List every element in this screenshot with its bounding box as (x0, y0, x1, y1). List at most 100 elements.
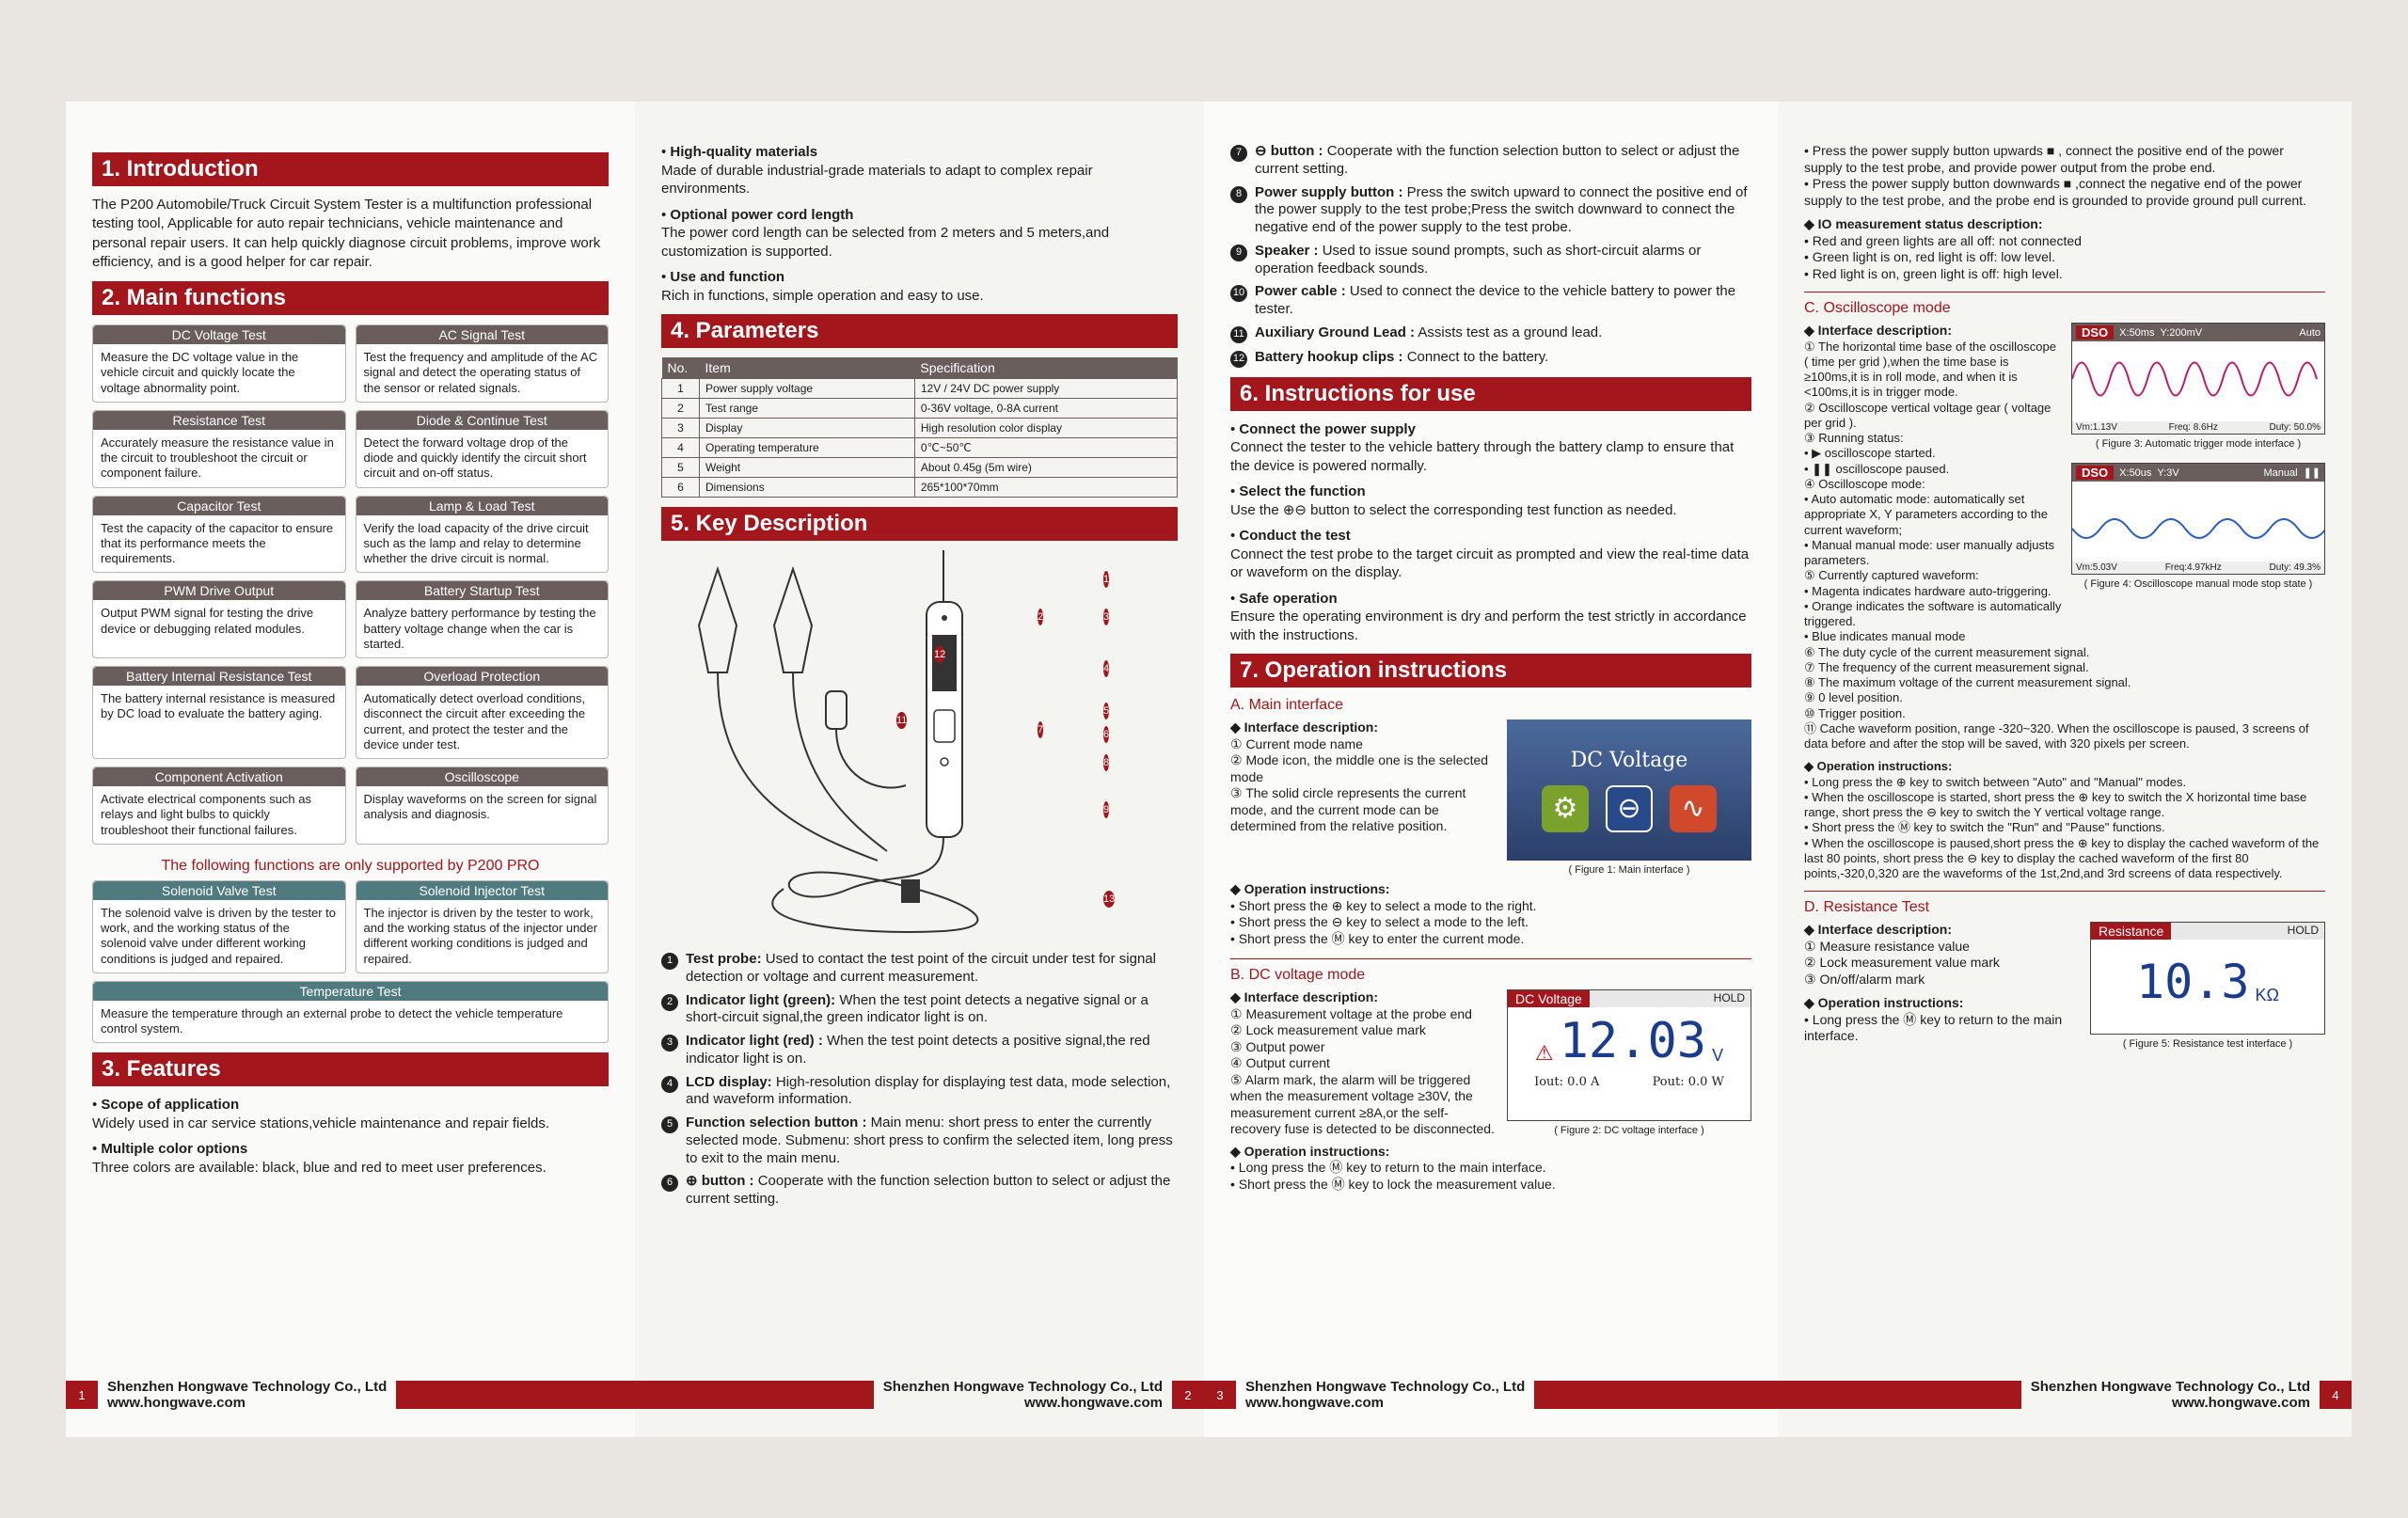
card-title: Battery Internal Resistance Test (93, 667, 345, 686)
text-line: • Auto automatic mode: automatically set… (1804, 492, 2048, 537)
text-line: ④ Output current (1230, 1055, 1330, 1071)
card-title: Solenoid Injector Test (356, 880, 608, 900)
text-line: ⑦ The frequency of the current measureme… (1804, 659, 2089, 674)
key-desc: High-resolution display for displaying t… (686, 1073, 1171, 1108)
item-desc: Connect the tester to the vehicle batter… (1230, 439, 1735, 474)
key-description-list: 1 Test probe: Used to contact the test po… (661, 951, 1178, 1209)
voltage-unit: V (1712, 1046, 1724, 1066)
text-line: ③ Running status: (1804, 431, 1904, 445)
text-line: ⑨ 0 level position. (1804, 690, 1903, 705)
card-desc: Test the frequency and amplitude of the … (363, 350, 598, 395)
key-desc: When the test point detects a negative s… (686, 991, 1149, 1026)
text-line: • Manual manual mode: user manually adju… (1804, 537, 2055, 567)
text-line: • Long press the Ⓜ key to return to the … (1230, 1160, 1546, 1176)
intro-text: The P200 Automobile/Truck Circuit System… (92, 197, 601, 270)
key-text: Test probe: Used to contact the test poi… (686, 951, 1178, 987)
card-desc: Measure the temperature through an exter… (101, 1005, 563, 1036)
column-header: Item (699, 357, 915, 379)
table-cell: 265*100*70mm (913, 477, 1179, 498)
key-number: 10 (1230, 285, 1247, 303)
table-cell: Weight (699, 457, 915, 478)
key-number: 6 (661, 1175, 678, 1193)
text-line: ② Lock measurement value mark (1230, 1022, 1426, 1038)
dc-voltage-block: ◆ Interface description: ① Measurement v… (1230, 989, 1751, 1138)
key-desc: Press the switch upward to connect the p… (1255, 183, 1748, 236)
section-heading-features: 3. Features (92, 1052, 609, 1087)
text-line: • When the oscilloscope is paused,short … (1804, 835, 2320, 881)
text-line: ① Current mode name (1230, 735, 1363, 751)
key-number: 7 (1230, 145, 1247, 162)
card-desc: Automatically detect overload conditions… (363, 691, 586, 751)
card-desc: Test the capacity of the capacitor to en… (101, 520, 334, 566)
callout-label: 11 (896, 712, 908, 729)
text-line: ② Mode icon, the middle one is the selec… (1230, 752, 1489, 784)
table-cell: 5 (661, 457, 700, 478)
key-name: ⊕ button : (686, 1173, 754, 1190)
dso-screen-manual: DSO X:50us Y:3V Manual ❚❚ Vm:5.03V Freq:… (2071, 463, 2327, 575)
alarm-icon: ⚠ (1534, 1041, 1554, 1066)
key-text: LCD display: High-resolution display for… (686, 1074, 1178, 1110)
panel-4: • Press the power supply button upwards … (1778, 102, 2352, 1437)
figure-caption: ( Figure 1: Main interface ) (1568, 864, 1690, 877)
text-line: • Short press the Ⓜ key to lock the meas… (1230, 1176, 1556, 1192)
gear-icon: ⚙ (1542, 784, 1589, 832)
key-name: Battery hookup clips : (1255, 348, 1403, 365)
table-cell: Dimensions (699, 477, 915, 498)
key-name: Speaker : (1255, 242, 1319, 259)
table-cell: 0℃~50℃ (913, 437, 1179, 458)
text-line: • Magenta indicates hardware auto-trigge… (1804, 583, 2052, 598)
text-line: ① The horizontal time base of the oscill… (1804, 339, 2056, 400)
key-number: 4 (661, 1075, 678, 1093)
panel-1: 1. Introduction The P200 Automobile/Truc… (66, 102, 635, 1437)
key-number: 9 (1230, 244, 1247, 261)
key-number: 5 (661, 1116, 678, 1133)
text-line: • Short press the ⊖ key to select a mode… (1230, 914, 1529, 930)
figure-caption: ( Figure 5: Resistance test interface ) (2122, 1038, 2293, 1051)
screen-title: DC Voltage (1570, 748, 1688, 772)
key-name: ⊖ button : (1255, 143, 1323, 159)
text-line: ③ Output power (1230, 1038, 1325, 1054)
text-line: ③ On/off/alarm mark (1804, 971, 1925, 987)
key-name: Indicator light (green): (686, 991, 836, 1008)
key-desc: Used to connect the device to the vehicl… (1255, 283, 1736, 317)
key-text: Power cable : Used to connect the device… (1255, 283, 1751, 319)
callout-label: 7 (1038, 721, 1044, 738)
text-line: ⑤ Currently captured waveform: (1804, 568, 1979, 583)
callout-label: 8 (1103, 754, 1110, 771)
tester-illustration (697, 550, 979, 933)
card-temperature-test: Temperature Test Measure the temperature… (92, 980, 609, 1044)
page-number: 3 (1204, 1381, 1236, 1409)
card-desc: Analyze battery performance by testing t… (363, 606, 596, 651)
panel-3: 7⊖ button : Cooperate with the function … (1204, 102, 1778, 1437)
text-line: ⑥ The duty cycle of the current measurem… (1804, 644, 2090, 659)
text-line: ⑪ Cache waveform position, range -320~32… (1804, 720, 2309, 751)
card-desc: Output PWM signal for testing the drive … (101, 606, 314, 636)
text-line: • Short press the Ⓜ key to enter the cur… (1230, 930, 1525, 946)
text-line: ④ Oscilloscope mode: (1804, 476, 1925, 491)
key-text: Auxiliary Ground Lead : Assists test as … (1255, 324, 1602, 343)
key-name: Test probe: (686, 951, 762, 967)
card-title: Solenoid Valve Test (93, 880, 345, 900)
card-title: AC Signal Test (356, 325, 608, 344)
callout-label: 2 (1038, 609, 1044, 625)
table-cell: 2 (661, 398, 700, 419)
key-number: 1 (661, 953, 678, 970)
card-title: Component Activation (93, 767, 345, 786)
